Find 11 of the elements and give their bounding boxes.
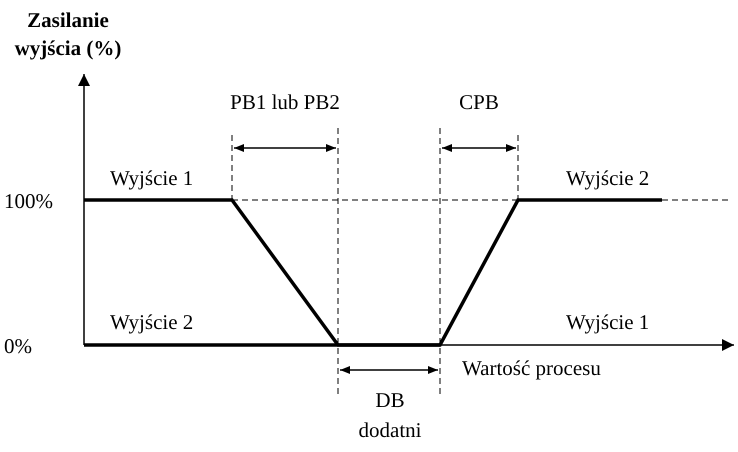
- dimension-label: PB1 lub PB2: [229, 89, 341, 116]
- tick-label: 100%: [4, 188, 54, 215]
- curve-label: Wyjście 1: [110, 165, 194, 192]
- dimension-label: DB dodatni: [358, 387, 422, 444]
- axis-label: Wartość procesu: [462, 355, 602, 382]
- tick-label: 0%: [4, 333, 33, 360]
- curve-label: Wyjście 2: [110, 309, 194, 336]
- dimension-label: CPB: [458, 89, 500, 116]
- curve-label: Wyjście 2: [566, 165, 650, 192]
- axis-title: Zasilanie wyjścia (%): [14, 7, 122, 62]
- curve-label: Wyjście 1: [566, 309, 650, 336]
